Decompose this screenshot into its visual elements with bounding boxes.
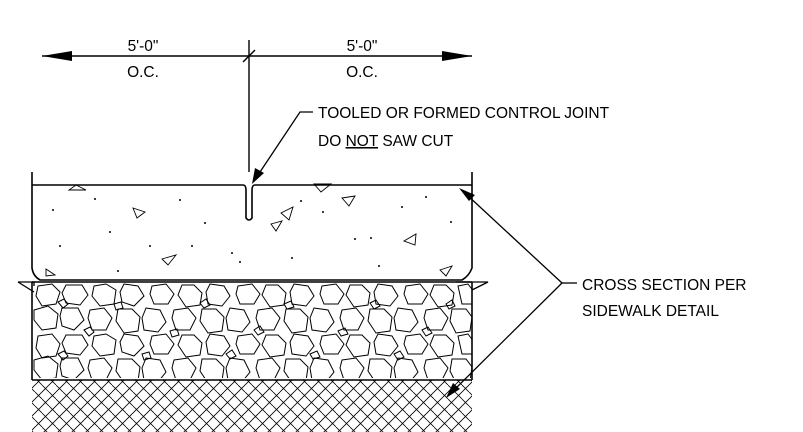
concrete-slab [31,172,473,281]
leader-arrowhead-lower [446,383,460,398]
cross-section-leader [446,188,577,398]
cross-section-note-line2: SIDEWALK DETAIL [582,303,719,320]
control-joint-leader [252,111,313,184]
left-dimension-length: 5'-0" [128,38,159,55]
concrete-specks [52,196,452,272]
leader-arrowhead-upper [459,188,475,201]
dimension-line [42,40,472,172]
left-arrowhead [42,51,72,61]
right-dimension-spacing: O.C. [346,64,378,81]
gravel-base [17,281,489,381]
control-joint-note-line1: TOOLED OR FORMED CONTROL JOINT [318,105,610,122]
right-arrowhead [442,51,472,61]
left-dimension-spacing: O.C. [127,64,159,81]
concrete-aggregate [45,183,454,277]
dimension-tick [242,49,256,63]
control-joint-note-line2: DO NOT SAW CUT [318,133,454,150]
right-dimension-length: 5'-0" [347,38,378,55]
cross-section-note-line1: CROSS SECTION PER [582,277,747,294]
compacted-subgrade [32,380,472,432]
